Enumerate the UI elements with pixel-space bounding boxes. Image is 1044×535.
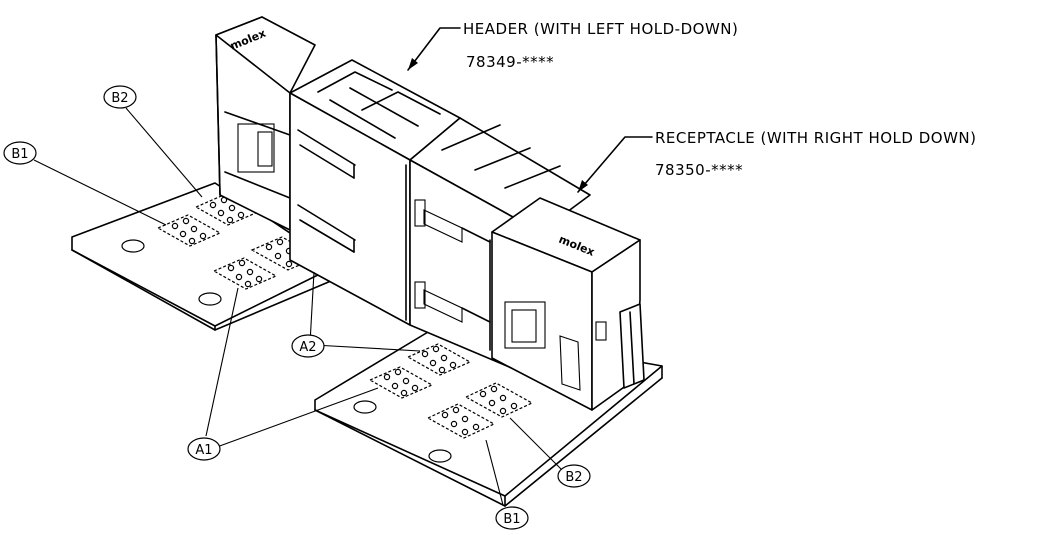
bubble-a2: A2 [291,334,325,358]
bubble-label: B1 [503,512,520,527]
receptacle-connector: molex [409,117,645,411]
pad-group-a1-bottom [368,366,434,399]
bubble-label: A2 [299,340,316,355]
bubble-label: B1 [11,147,28,162]
bubble-b2-top: B2 [103,85,137,109]
mounting-hole [353,400,377,414]
pad-group-b1-top [156,214,222,247]
receptacle-callout-title: RECEPTACLE (WITH RIGHT HOLD DOWN) [655,129,977,147]
bubble-label: A1 [195,443,212,458]
receptacle-callout-part: 78350-**** [655,161,743,179]
bubble-b2-bottom: B2 [557,464,591,488]
bubble-b1-bottom: B1 [495,506,529,530]
header-connector: molex [215,16,461,326]
header-callout-part: 78349-**** [466,53,554,71]
callout-leaders [33,27,653,506]
mounting-hole [121,239,145,253]
mounting-hole [428,449,452,463]
bubble-a1: A1 [187,437,221,461]
bubble-b1-top: B1 [3,141,37,165]
pad-group-a2-bottom [406,343,472,376]
pad-group-a1-top [212,257,278,290]
bubble-label: B2 [111,91,128,106]
header-callout-title: HEADER (WITH LEFT HOLD-DOWN) [463,20,738,38]
mounting-hole [198,292,222,306]
left-pcb [71,182,339,331]
pad-group-b2-top [194,193,260,226]
bubble-label: B2 [565,470,582,485]
pad-group-b1-bottom [426,403,496,439]
pad-group-b2-bottom [464,382,534,418]
